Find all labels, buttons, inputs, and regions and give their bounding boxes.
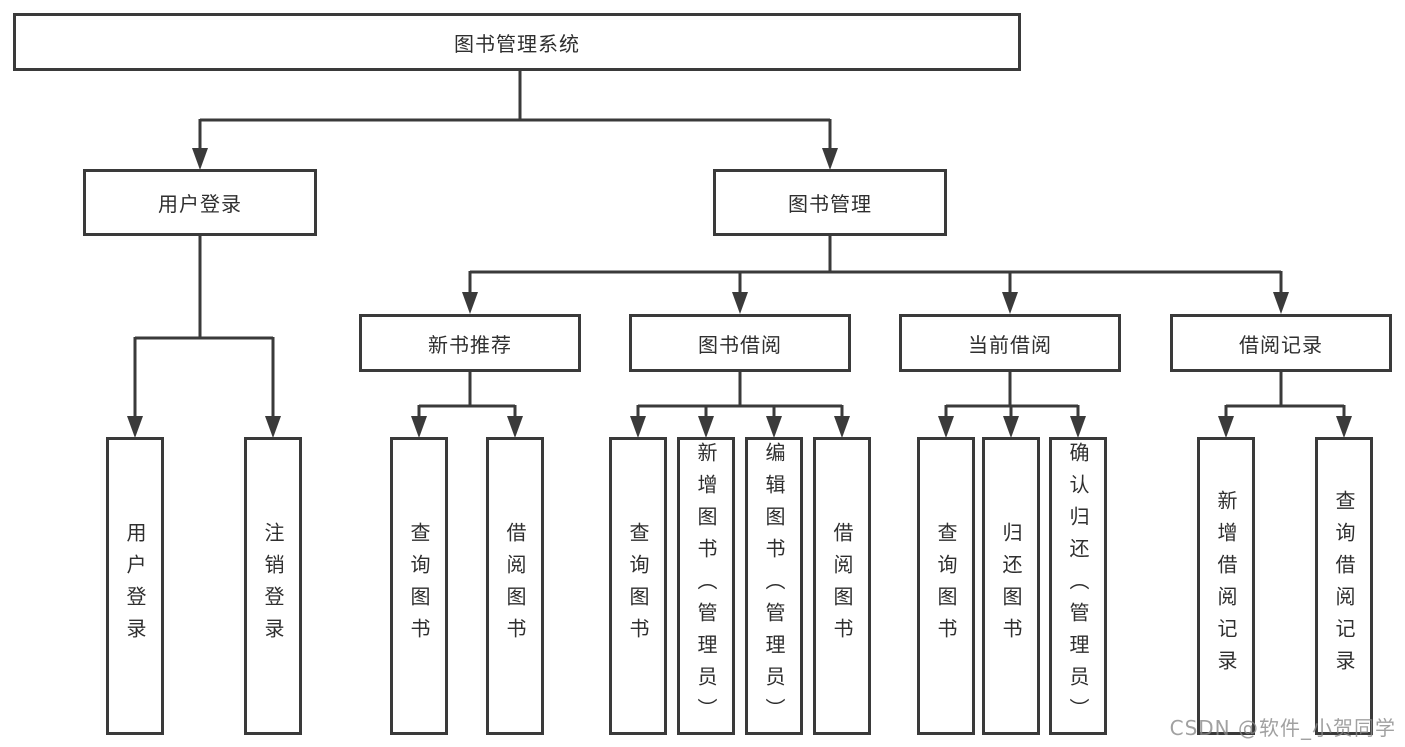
node-label: 用户登录	[158, 192, 242, 216]
node-label: 借阅图书	[830, 522, 854, 650]
node-add-borrow-record: 新增借阅记录	[1197, 437, 1255, 735]
node-label: 查询图书	[934, 522, 958, 650]
node-label: 归还图书	[999, 522, 1023, 650]
arrowhead-icon	[127, 416, 143, 438]
node-return-books: 归还图书	[982, 437, 1040, 735]
arrowhead-icon	[630, 416, 646, 438]
node-borrow-books: 借阅图书	[813, 437, 871, 735]
node-query-books-borrow: 查询图书	[609, 437, 667, 735]
watermark-csdn: CSDN @软件_小贺同学	[1169, 716, 1396, 740]
node-label: 图书借阅	[698, 332, 782, 357]
arrowhead-icon	[1273, 292, 1289, 314]
arrowhead-icon	[698, 416, 714, 438]
arrowhead-icon	[411, 416, 427, 438]
arrowhead-icon	[265, 416, 281, 438]
node-label: 当前借阅	[968, 332, 1052, 357]
node-label: 图书管理	[788, 192, 872, 216]
node-label: 查询图书	[407, 522, 431, 650]
arrowhead-icon	[462, 292, 478, 314]
node-query-books-current: 查询图书	[917, 437, 975, 735]
node-borrowing-records: 借阅记录	[1170, 314, 1392, 372]
node-add-books-admin: 新增图书（管理员）	[677, 437, 735, 735]
node-query-books-recommend: 查询图书	[390, 437, 448, 735]
arrowhead-icon	[822, 148, 838, 170]
node-label: 查询图书	[626, 522, 650, 650]
node-label: 新增图书（管理员）	[694, 442, 718, 730]
arrowhead-icon	[938, 416, 954, 438]
arrowhead-icon	[1218, 416, 1234, 438]
node-logout: 注销登录	[244, 437, 302, 735]
arrowhead-icon	[766, 416, 782, 438]
node-borrow-books-recommend: 借阅图书	[486, 437, 544, 735]
node-current-borrowing: 当前借阅	[899, 314, 1121, 372]
node-label: 确认归还（管理员）	[1066, 442, 1090, 730]
node-library-system: 图书管理系统	[13, 13, 1021, 71]
node-new-book-recommendation: 新书推荐	[359, 314, 581, 372]
node-label: 图书管理系统	[454, 31, 580, 56]
arrowhead-icon	[1003, 416, 1019, 438]
node-label: 编辑图书（管理员）	[762, 442, 786, 730]
node-label: 用户登录	[123, 522, 147, 650]
node-user-login-leaf: 用户登录	[106, 437, 164, 735]
node-label: 新增借阅记录	[1214, 490, 1238, 682]
node-label: 借阅图书	[503, 522, 527, 650]
node-label: 新书推荐	[428, 332, 512, 357]
arrowhead-icon	[834, 416, 850, 438]
arrowhead-icon	[732, 292, 748, 314]
node-query-borrow-record: 查询借阅记录	[1315, 437, 1373, 735]
node-book-management: 图书管理	[713, 169, 947, 236]
node-edit-books-admin: 编辑图书（管理员）	[745, 437, 803, 735]
arrowhead-icon	[1336, 416, 1352, 438]
arrowhead-icon	[192, 148, 208, 170]
node-confirm-return-admin: 确认归还（管理员）	[1049, 437, 1107, 735]
node-label: 借阅记录	[1239, 332, 1323, 357]
arrowhead-icon	[507, 416, 523, 438]
node-label: 查询借阅记录	[1332, 490, 1356, 682]
node-user-login: 用户登录	[83, 169, 317, 236]
arrowhead-icon	[1070, 416, 1086, 438]
node-book-borrowing: 图书借阅	[629, 314, 851, 372]
node-label: 注销登录	[261, 522, 285, 650]
arrowhead-icon	[1002, 292, 1018, 314]
